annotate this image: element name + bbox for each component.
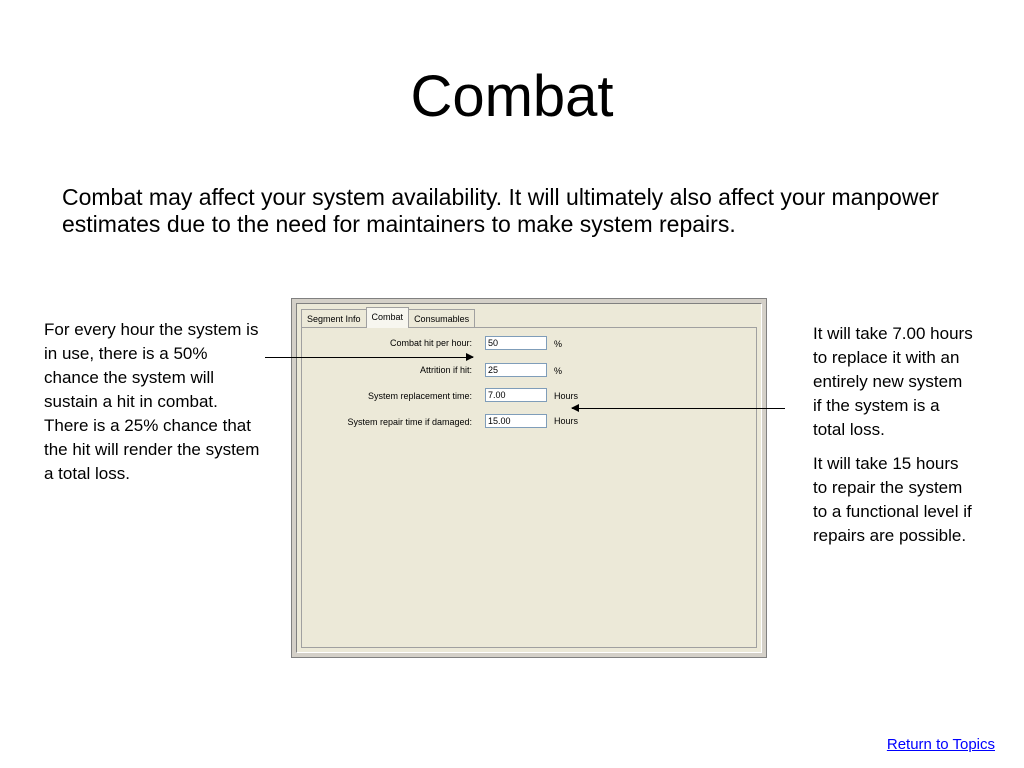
attrition-unit: %	[554, 366, 563, 376]
left-annotation: For every hour the system is in use, the…	[44, 320, 260, 483]
arrowhead-icon	[466, 353, 474, 361]
replacement-time-label: System replacement time:	[367, 391, 472, 401]
combat-hit-input[interactable]: 50	[485, 336, 547, 350]
repair-time-input[interactable]: 15.00	[485, 414, 547, 428]
tab-segment-info[interactable]: Segment Info	[301, 309, 367, 327]
slide-title: Combat	[410, 64, 614, 129]
combat-hit-unit: %	[554, 339, 563, 349]
combat-settings-dialog: Segment Info Combat Consumables Combat h…	[291, 298, 767, 658]
right-annotations: It will take 7.00 hours to replace it wi…	[813, 322, 973, 558]
replacement-time-input[interactable]: 7.00	[485, 388, 547, 402]
attrition-input[interactable]: 25	[485, 363, 547, 377]
tab-strip: Segment Info Combat Consumables	[301, 307, 476, 328]
right-pointer-arrow	[571, 404, 785, 412]
tab-combat[interactable]: Combat	[365, 307, 410, 328]
replacement-time-unit: Hours	[554, 391, 579, 401]
repair-time-unit: Hours	[554, 416, 579, 426]
repair-note: It will take 15 hours to repair the syst…	[813, 454, 972, 545]
left-pointer-arrow	[265, 353, 474, 361]
dialog-body: Segment Info Combat Consumables Combat h…	[296, 303, 762, 653]
arrowhead-icon	[571, 404, 579, 412]
replacement-note: It will take 7.00 hours to replace it wi…	[813, 324, 973, 439]
combat-tab-panel: Combat hit per hour: 50 % Attrition if h…	[301, 327, 757, 648]
tab-consumables[interactable]: Consumables	[408, 309, 476, 327]
attrition-label: Attrition if hit:	[419, 365, 472, 375]
combat-hit-label: Combat hit per hour:	[389, 338, 472, 348]
intro-text: Combat may affect your system availabili…	[62, 184, 939, 237]
return-to-topics-link[interactable]: Return to Topics	[886, 736, 995, 753]
repair-time-label: System repair time if damaged:	[347, 417, 472, 427]
